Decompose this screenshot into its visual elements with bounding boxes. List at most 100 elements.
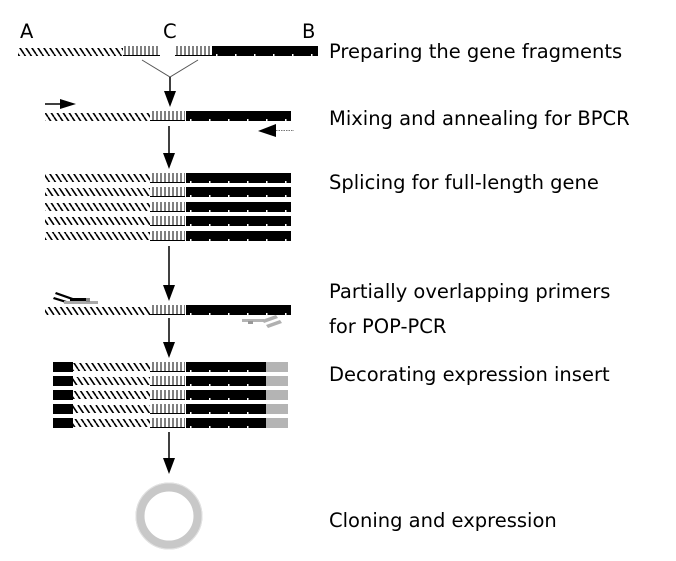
fragment-b-tick — [285, 224, 287, 226]
fragment-b-tick — [228, 370, 230, 372]
fragment-a-segment — [45, 217, 150, 225]
fragment-a-segment — [73, 419, 150, 427]
fragment-b-tick — [209, 313, 211, 315]
full-length-gene-copy — [45, 187, 291, 197]
fragment-b-tick — [247, 181, 249, 183]
fragment-b-tick — [209, 195, 211, 197]
fragment-b-segment — [186, 187, 291, 197]
fragment-b-tick — [190, 210, 192, 212]
overlap-c-segment — [175, 46, 212, 56]
arrow-head — [164, 91, 176, 107]
left-decoration-segment — [53, 418, 73, 428]
fragment-b-tick — [228, 384, 230, 386]
fragment-b-tick — [247, 426, 249, 428]
fragment-a-segment — [45, 174, 150, 182]
overlap-c-segment — [150, 173, 185, 183]
fragment-b-tick — [285, 210, 287, 212]
forward-primer-arrowhead — [60, 99, 76, 109]
fragment-b-tick — [209, 210, 211, 212]
fragment-b-tick — [190, 370, 192, 372]
fragment-b-tick — [266, 119, 268, 121]
overlap-c-segment — [150, 404, 185, 414]
decorated-insert-copy — [53, 362, 288, 372]
fragment-b-tick — [266, 195, 268, 197]
fragment-b-tick — [285, 181, 287, 183]
fragment-b-tick — [209, 181, 211, 183]
fragment-b-tick — [247, 239, 249, 241]
step-label-decorate: Decorating expression insert — [329, 363, 610, 386]
merge-lines — [141, 59, 199, 78]
fragment-b-segment — [186, 111, 291, 121]
fragment-b-tick — [209, 119, 211, 121]
fragment-b-segment — [186, 216, 291, 226]
row-splice — [45, 173, 291, 241]
fragment-b-tick — [190, 398, 192, 400]
right-primer-tail-1 — [262, 315, 278, 323]
fragment-b-segment — [186, 202, 291, 212]
fragment-b-tick — [247, 412, 249, 414]
overlap-c-segment — [150, 362, 185, 372]
left-decoration-segment — [53, 376, 73, 386]
overlap-c-segment — [150, 187, 185, 197]
fragment-b-tick — [228, 398, 230, 400]
fragment-a-segment — [45, 232, 150, 240]
row-decorate — [53, 362, 288, 428]
fragment-b-segment — [186, 404, 266, 414]
right-decoration-segment — [266, 376, 288, 386]
right-primer-nub — [248, 321, 253, 324]
fragment-b-segment — [186, 376, 266, 386]
right-decoration-segment — [266, 362, 288, 372]
fragment-b-tick — [285, 313, 287, 315]
row-prepare — [18, 46, 318, 78]
fragment-b-tick — [266, 181, 268, 183]
fragment-b-tick — [209, 224, 211, 226]
right-primer-body — [242, 319, 264, 322]
fragment-b-tick — [190, 181, 192, 183]
fragment-b-tick — [266, 313, 268, 315]
arrow-pop-to-decorate — [163, 318, 175, 358]
fragment-b-tick — [190, 313, 192, 315]
left-decoration-segment — [53, 362, 73, 372]
overlap-c-segment — [123, 46, 160, 56]
overlap-c-segment — [150, 231, 185, 241]
plasmid-ring — [135, 482, 203, 550]
decorated-insert-copy — [53, 418, 288, 428]
end-label-c: C — [163, 20, 177, 43]
fragment-b-tick — [228, 426, 230, 428]
fragment-a-segment — [73, 391, 150, 399]
fragment-b-tick — [311, 54, 313, 56]
left-primer-tail-1 — [55, 292, 73, 300]
fragment-b-tick — [228, 412, 230, 414]
fragment-b-segment — [186, 390, 266, 400]
decorated-insert-copy — [53, 376, 288, 386]
fragment-b-tick — [190, 426, 192, 428]
fragment-b-tick — [235, 54, 237, 56]
fragment-a-segment — [45, 307, 150, 315]
left-primer-body — [64, 301, 98, 304]
fragment-b-segment — [186, 305, 291, 315]
fragment-b-tick — [247, 313, 249, 315]
fragment-b-tick — [209, 412, 211, 414]
fragment-b-tick — [228, 239, 230, 241]
fragment-b-tick — [190, 224, 192, 226]
right-decoration-segment — [266, 404, 288, 414]
full-length-gene-copy — [45, 173, 291, 183]
right-decoration-segment — [266, 418, 288, 428]
fragment-b-tick — [190, 119, 192, 121]
reverse-primer-arrowhead — [258, 124, 276, 137]
fragment-a-segment — [73, 405, 150, 413]
fragment-b-tick — [228, 181, 230, 183]
left-decoration-segment — [53, 390, 73, 400]
right-decoration-segment — [266, 390, 288, 400]
left-primer-nub — [86, 298, 90, 302]
fragment-b-tick — [247, 119, 249, 121]
fragment-b-segment — [186, 362, 266, 372]
fragment-b-tick — [228, 224, 230, 226]
step-label-prepare: Preparing the gene fragments — [329, 40, 623, 63]
full-length-gene-copy — [45, 202, 291, 212]
overlap-c-segment — [150, 111, 185, 121]
fragment-b-tick — [209, 239, 211, 241]
fragment-b-tick — [292, 54, 294, 56]
fragment-b-tick — [285, 119, 287, 121]
